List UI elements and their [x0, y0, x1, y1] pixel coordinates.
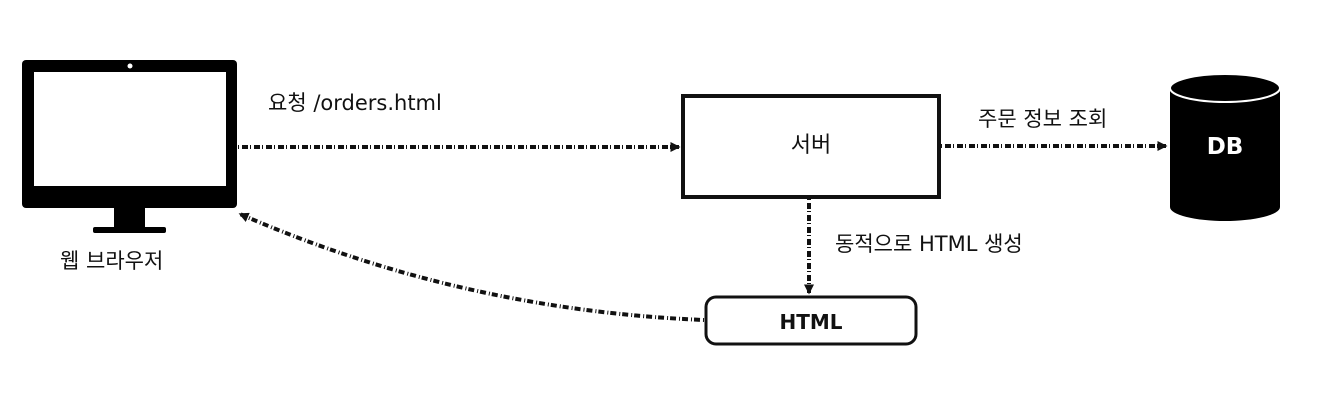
response-arrow — [238, 212, 705, 322]
server-label: 서버 — [790, 133, 832, 158]
query-label: 주문 정보 조회 — [978, 107, 1108, 131]
browser-label: 웹 브라우저 — [60, 249, 164, 273]
database-label: DB — [1206, 134, 1244, 160]
request-label: 요청 /orders.html — [268, 91, 442, 115]
server-box — [681, 94, 941, 199]
html-box-label: HTML — [779, 310, 843, 334]
generate-label: 동적으로 HTML 생성 — [835, 232, 1023, 256]
monitor-icon — [22, 60, 237, 233]
database-icon — [1169, 73, 1281, 221]
html-box — [704, 295, 918, 346]
